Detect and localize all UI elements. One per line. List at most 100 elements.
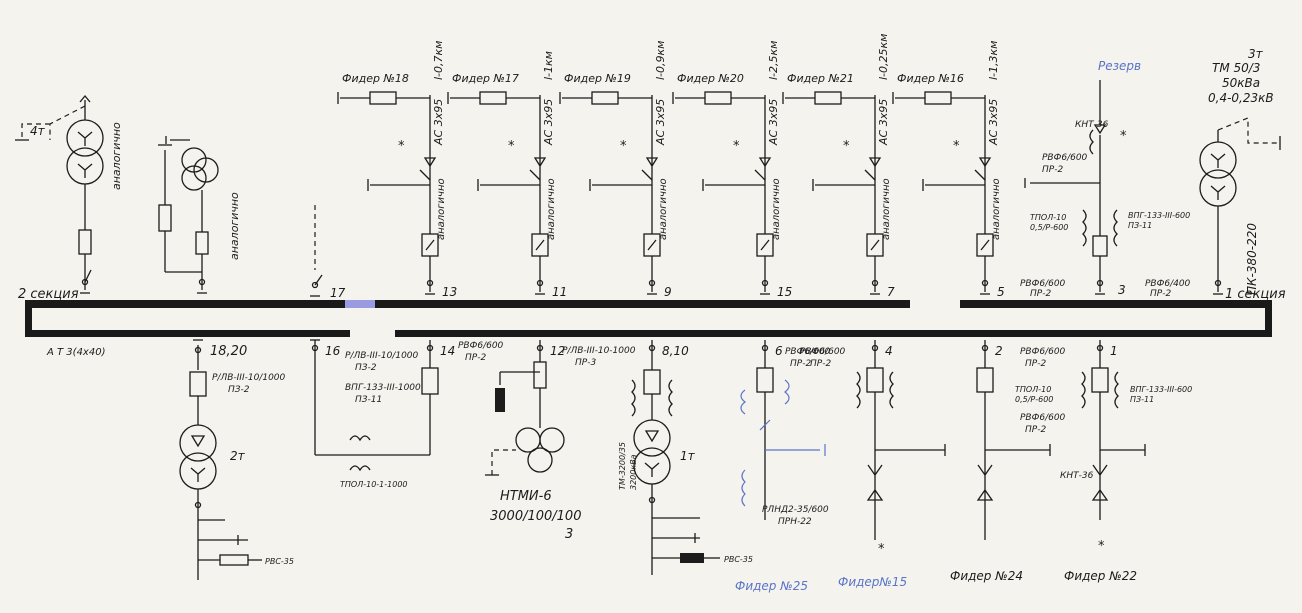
cell-number: 5 [997, 285, 1005, 299]
analog-label: аналогично [436, 178, 447, 240]
arrester-symbol [533, 157, 547, 168]
disconnector-blade [754, 169, 766, 181]
feeder-15-label: Фидер№15 [838, 575, 907, 589]
cable-type-label: АС 3х95 [432, 99, 445, 146]
cable-type-label: АС 3х95 [987, 99, 1000, 146]
pr2-right-label: ПР-2 [1150, 289, 1171, 299]
pk380-label: ПК-380-220 [1245, 223, 1259, 295]
bus-disconnector [426, 279, 434, 287]
pz2-1-label: ПЗ-2 [228, 385, 250, 395]
pr2-top-label: ПР-2 [1042, 165, 1063, 175]
knt36-bot-label: КНТ-36 [1060, 471, 1094, 481]
disconnector-blade [974, 169, 986, 181]
star-mark: * [843, 139, 850, 154]
transformer-2t-label: 2т [230, 449, 246, 463]
arrester-symbol [868, 157, 882, 168]
cell-16-14: 16 14 Р/ЛВ-III-10/1000 ПЗ-2 ВПГ-133-III-… [310, 339, 504, 489]
cell-8-10-number: 8,10 [662, 344, 689, 358]
transformer-4t: 4т аналогично [15, 94, 123, 294]
feeder-name-label: Фидер №16 [897, 72, 964, 85]
ntmi-3-label: 3 [565, 527, 573, 542]
cell-12-ntmi: 12 Р/ЛВ-III-10-1000 ПР-3 НТМИ-6 3000/100… [485, 340, 636, 542]
feeder-meter [814, 91, 842, 105]
pr2-mid-label: ПР-2 [1030, 289, 1051, 299]
feeder-name-label: Фидер №20 [677, 72, 744, 85]
tpol-top-ratio: 0,5/Р-600 [1030, 223, 1068, 232]
cell-number: 7 [887, 285, 895, 299]
feeder-24-label: Фидер №24 [950, 569, 1023, 583]
pz2-2-label: ПЗ-2 [355, 363, 377, 373]
busbar-section-1 [375, 300, 1272, 337]
rlv-3-label: Р/ЛВ-III-10-1000 [562, 346, 636, 356]
cable-length-label: l-0,9км [654, 41, 667, 80]
analog-label: аналогично [991, 178, 1002, 240]
tpol-bot-label: ТПОЛ-10 [1015, 385, 1051, 394]
tm3200-kva-label: 3200кВа [629, 454, 638, 490]
feeder-meter [479, 91, 507, 105]
cable-length-label: l-0,7км [432, 41, 445, 80]
rvs35-mid-label: РВС-35 [724, 555, 753, 564]
analog-label: аналогично [658, 178, 669, 240]
tm3200-label: ТМ-3200/35 [618, 442, 627, 490]
analog-label: аналогично [881, 178, 892, 240]
arrester-symbol [645, 157, 659, 168]
star-mark: * [620, 139, 627, 154]
aux-transformer-left: аналогично [158, 136, 241, 294]
cell-12-number: 12 [550, 344, 565, 358]
cell-8-10: 8,10 1т ТМ-3200/35 3200кВа РВС-35 [618, 340, 753, 575]
prn22-label: ПРН-22 [778, 517, 812, 527]
section-2-label: 2 секция [18, 287, 79, 302]
cell-number: 15 [777, 285, 792, 299]
rvf-cell2b-label: РВФ6/600 [1020, 413, 1066, 423]
arrester-symbol [758, 157, 772, 168]
arrester-symbol [423, 157, 437, 168]
pz11-bot-label: ПЗ-11 [1130, 395, 1154, 404]
pr2-1-label: ПР-2 [465, 353, 486, 363]
cable-length-label: l-0,25км [877, 34, 890, 80]
cell-number: 9 [664, 285, 672, 299]
cell-1: 1 ВПГ-133-III-600 ПЗ-11 КНТ-36 * [1060, 340, 1192, 554]
cell-14-number: 14 [440, 344, 455, 358]
feeder-name-label: Фидер №21 [787, 72, 854, 85]
disconnector-blade [864, 169, 876, 181]
feeder-meter [591, 91, 619, 105]
rvs35-left-label: РВС-35 [265, 557, 294, 566]
transformer-1t-label: 1т [680, 449, 696, 463]
star-mark: * [398, 139, 405, 154]
rvf-cell2-label: РВФ6/600 [1020, 347, 1066, 357]
at3-label: А Т 3(4х40) [46, 347, 105, 358]
cable-length-label: l-2,5км [767, 41, 780, 80]
arrester-symbol [978, 157, 992, 168]
vpg-top-label: ВПГ-133-III-600 [1128, 211, 1190, 220]
vpg1000-label: ВПГ-133-III-1000 [345, 383, 421, 393]
cell-4-number: 4 [885, 344, 893, 358]
knt36-top-label: КНТ-36 [1075, 120, 1109, 130]
cell-3: 3 КНТ-36 РВФ6/600 ПР-2 ТПОЛ-10 0,5/Р-600… [1020, 80, 1191, 299]
bus-disconnector [761, 279, 769, 287]
rvf-mid-label: РВФ6/600 [1020, 279, 1066, 289]
rvf-top-label: РВФ6/600 [1042, 153, 1088, 163]
kva50-label: 50кВа [1222, 76, 1260, 90]
feeder-meter [924, 91, 952, 105]
pz11-top-label: ПЗ-11 [1128, 221, 1152, 230]
pr2-cell6-label: ПР-2 [790, 359, 811, 369]
bus-disconnector [536, 279, 544, 287]
busbar-section-2 [25, 300, 350, 337]
analog-label-1: аналогично [110, 122, 123, 190]
disconnector-blade [529, 169, 541, 181]
cell-1-number: 1 [1110, 344, 1118, 358]
breaker-contact [980, 239, 990, 251]
pr2-cell4-label: ПР-2 [810, 359, 831, 369]
section-1-label: 1 секция [1225, 287, 1286, 302]
cell-3-number: 3 [1118, 283, 1126, 297]
cell-number: 13 [442, 285, 457, 299]
tpol-top-label: ТПОЛ-10 [1030, 213, 1066, 222]
feeder-name-label: Фидер №19 [564, 72, 631, 85]
cell-17-number: 17 [330, 286, 346, 300]
